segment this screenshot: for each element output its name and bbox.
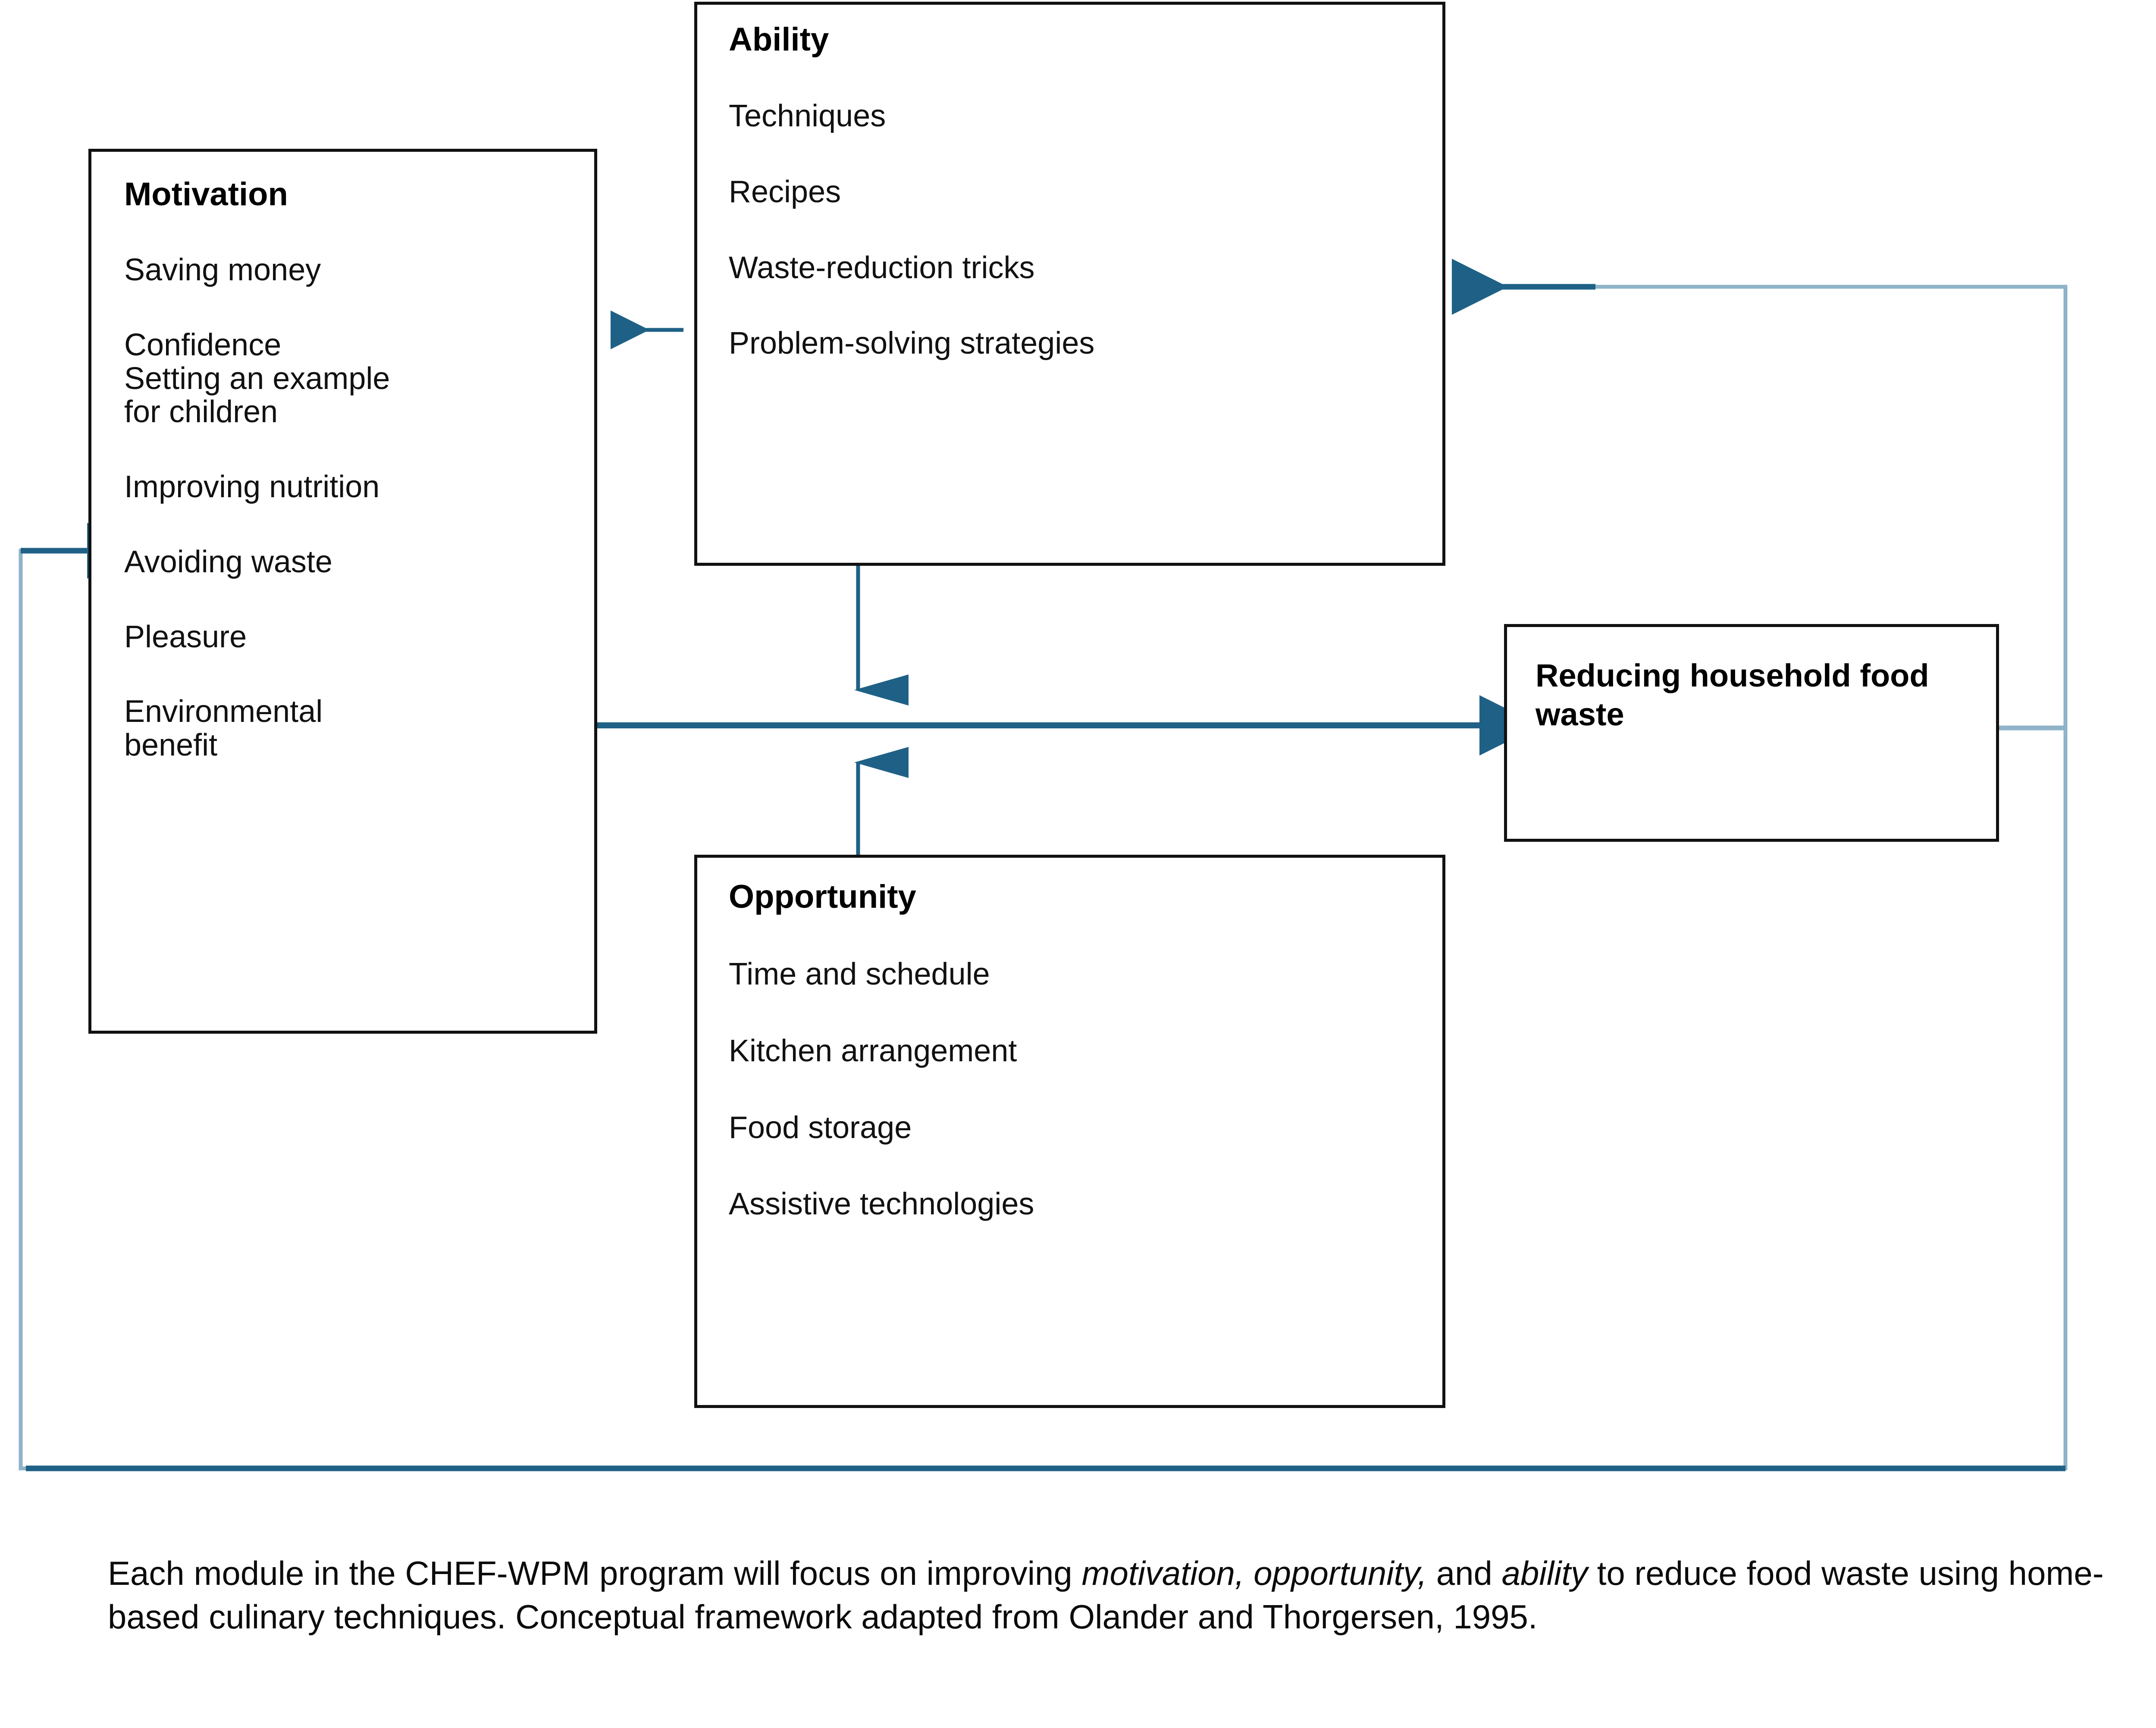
node-motivation-content: Motivation Saving money Confidence Setti… <box>91 152 594 804</box>
connector-feedback-to-ability <box>1466 285 2068 728</box>
node-ability-item-3: Problem-solving strategies <box>729 326 1095 361</box>
node-opportunity[interactable]: Opportunity Time and schedule Kitchen ar… <box>694 855 1445 1408</box>
node-opportunity-item-1: Kitchen arrangement <box>729 1033 1017 1068</box>
node-ability-content: Ability Techniques Recipes Waste-reducti… <box>697 5 1442 403</box>
node-outcome-title: Reducing household food waste <box>1536 658 1929 733</box>
caption-emphasis-1: motivation, opportunity, <box>1081 1554 1427 1592</box>
figure-caption: Each module in the CHEF-WPM program will… <box>108 1552 2117 1639</box>
node-ability-item-0: Techniques <box>729 99 886 134</box>
node-motivation-title: Motivation <box>124 176 288 213</box>
node-opportunity-title: Opportunity <box>729 878 916 915</box>
node-ability[interactable]: Ability Techniques Recipes Waste-reducti… <box>694 2 1445 566</box>
node-motivation[interactable]: Motivation Saving money Confidence Setti… <box>88 149 597 1034</box>
node-ability-item-2: Waste-reduction tricks <box>729 250 1035 285</box>
node-opportunity-item-3: Assistive technologies <box>729 1187 1034 1222</box>
node-outcome-content: Reducing household food waste <box>1507 627 1996 734</box>
node-motivation-item-2: Improving nutrition <box>124 470 380 505</box>
node-motivation-item-4: Pleasure <box>124 619 247 654</box>
node-motivation-item-1: Confidence Setting an example for childr… <box>124 327 390 430</box>
node-outcome-reducing-food-waste[interactable]: Reducing household food waste <box>1504 624 1999 842</box>
node-ability-title: Ability <box>729 21 829 58</box>
node-motivation-item-5: Environmental benefit <box>124 694 323 763</box>
node-opportunity-content: Opportunity Time and schedule Kitchen ar… <box>697 858 1442 1264</box>
caption-part-2: and <box>1427 1554 1502 1592</box>
node-motivation-item-3: Avoiding waste <box>124 544 332 579</box>
node-ability-item-1: Recipes <box>729 174 841 209</box>
node-opportunity-item-0: Time and schedule <box>729 957 990 992</box>
caption-emphasis-2: ability <box>1501 1554 1588 1592</box>
caption-part-1: Each module in the CHEF-WPM program will… <box>108 1554 1082 1592</box>
node-opportunity-item-2: Food storage <box>729 1110 912 1145</box>
node-motivation-item-0: Saving money <box>124 253 321 288</box>
caption-part-3: to reduce food waste using home-based cu… <box>108 1554 2104 1636</box>
